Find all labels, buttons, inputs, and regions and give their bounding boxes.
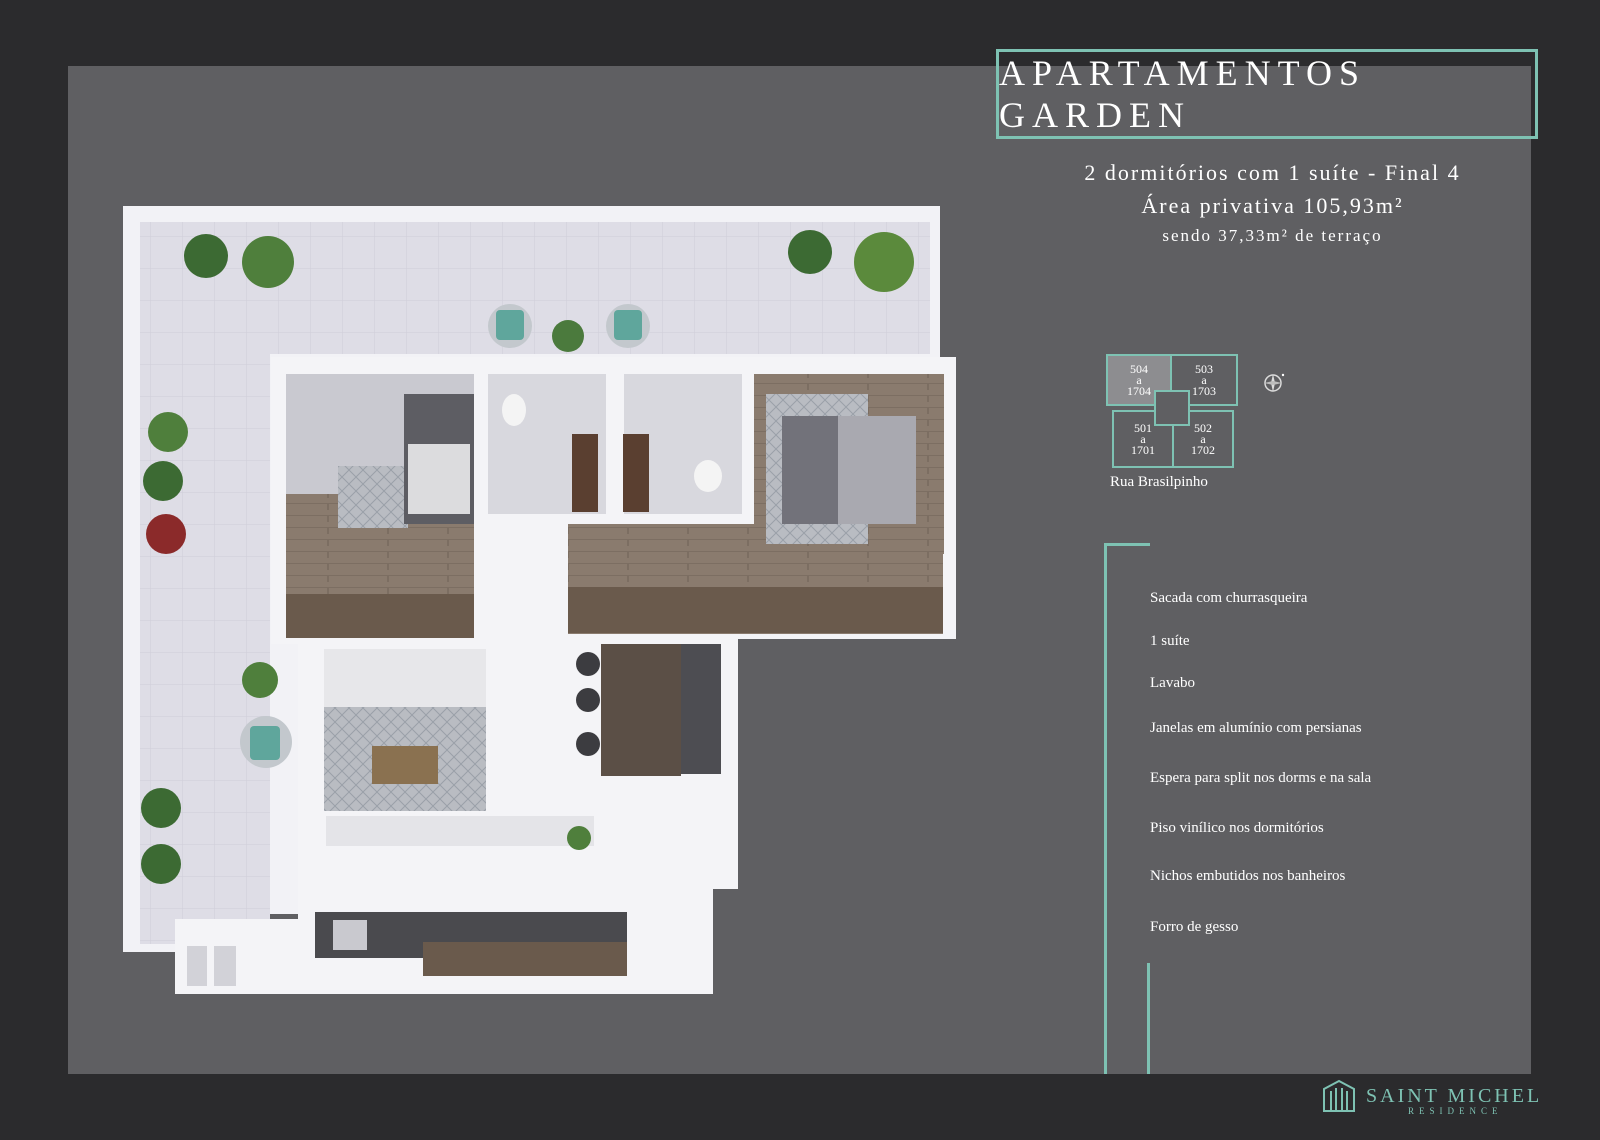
street-label: Rua Brasilpinho xyxy=(1110,474,1208,490)
floor-plan-illustration xyxy=(123,206,956,994)
subtitle-area: Área privativa 105,93m² xyxy=(1141,193,1404,218)
feature-item: Nichos embutidos nos banheiros xyxy=(1150,868,1346,884)
logo-name: SAINT MICHEL xyxy=(1366,1084,1543,1107)
feature-item: Janelas em alumínio com persianas xyxy=(1150,720,1362,736)
feature-item: Sacada com churrasqueira xyxy=(1150,590,1308,606)
brand-logo: SAINT MICHEL RESIDENCE xyxy=(1322,1079,1543,1116)
feature-item: Forro de gesso xyxy=(1150,919,1239,935)
compass-icon xyxy=(1264,373,1285,392)
features-bracket xyxy=(1104,543,1150,1074)
feature-item: Espera para split nos dorms e na sala xyxy=(1150,770,1372,786)
feature-item: Lavabo xyxy=(1150,675,1195,691)
core-outline xyxy=(1154,390,1190,426)
logo-mark-icon xyxy=(1323,1079,1355,1112)
title-frame: APARTAMENTOS GARDEN xyxy=(996,49,1538,139)
subtitle-terrace: sendo 37,33m² de terraço xyxy=(1162,226,1383,245)
feature-item: Piso vinílico nos dormitórios xyxy=(1150,820,1324,836)
subtitle-bedrooms: 2 dormitórios com 1 suíte - Final 4 xyxy=(1084,160,1461,185)
feature-item: 1 suíte xyxy=(1150,633,1190,649)
features-bracket-end xyxy=(1147,963,1150,1074)
page-title: APARTAMENTOS GARDEN xyxy=(999,53,1367,135)
logo-subtitle: RESIDENCE xyxy=(1408,1106,1503,1116)
